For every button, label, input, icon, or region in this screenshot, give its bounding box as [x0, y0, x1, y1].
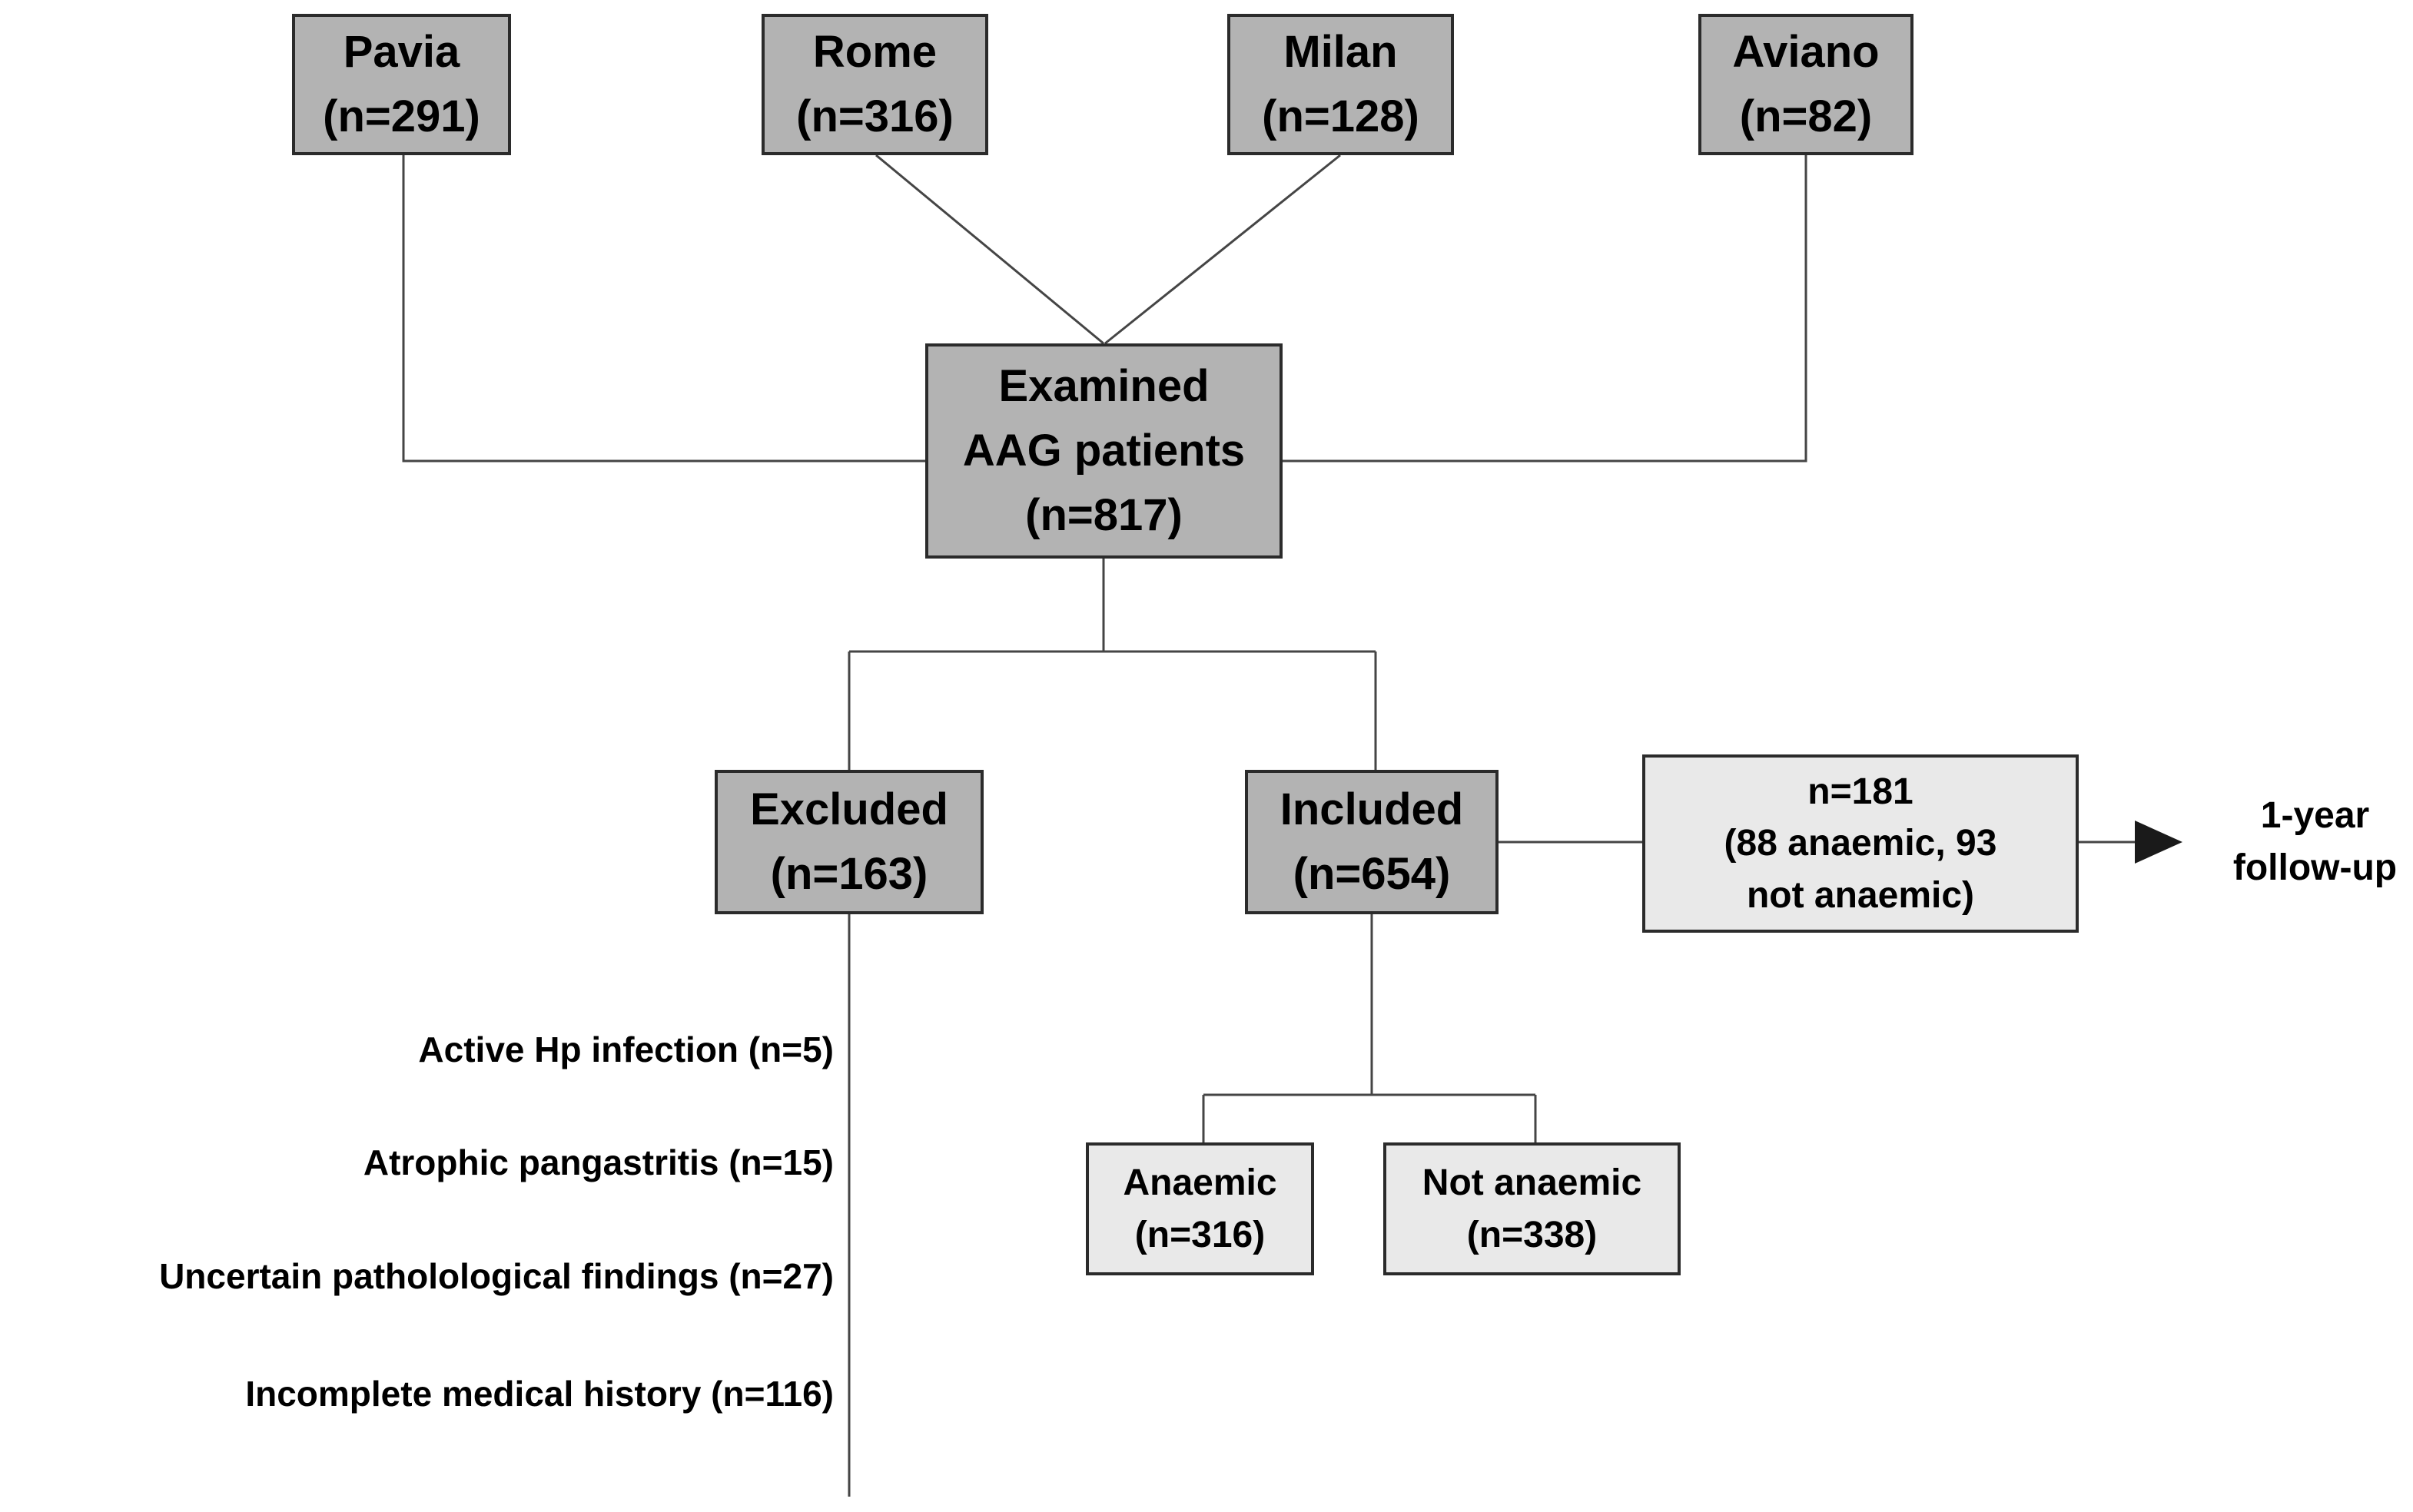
exclusion-reason-uncertain-pathological-findings: Uncertain patholological findings (n=27) [159, 1256, 834, 1296]
connector-aviano-examined [1283, 155, 1807, 463]
node-not-anaemic: Not anaemic (n=338) [1383, 1142, 1681, 1275]
arrowhead-icon [2135, 821, 2182, 864]
node-milan: Milan (n=128) [1227, 14, 1454, 155]
connector-milan-examined [1104, 154, 1341, 345]
node-included: Included (n=654) [1245, 770, 1499, 914]
connector-pavia-examined [402, 155, 925, 463]
exclusion-reason-atrophic-pangastritis: Atrophic pangastritis (n=15) [363, 1142, 834, 1182]
connector-rome-examined [875, 154, 1104, 345]
node-anaemic: Anaemic (n=316) [1086, 1142, 1314, 1275]
followup-label: 1-year follow-up [2232, 795, 2398, 889]
node-aviano: Aviano (n=82) [1698, 14, 1913, 155]
connector-examined-split [848, 559, 1377, 770]
exclusion-reason-incomplete-medical-history: Incomplete medical history (n=116) [245, 1374, 834, 1414]
node-rome: Rome (n=316) [762, 14, 988, 155]
connector-included-split [1202, 914, 1537, 1142]
node-excluded: Excluded (n=163) [715, 770, 984, 914]
node-examined-aag-patients: Examined AAG patients (n=817) [925, 343, 1283, 559]
exclusion-reason-active-hp-infection: Active Hp infection (n=5) [418, 1030, 834, 1069]
node-followup-cohort: n=181 (88 anaemic, 93 not anaemic) [1642, 754, 2079, 933]
node-pavia: Pavia (n=291) [292, 14, 511, 155]
